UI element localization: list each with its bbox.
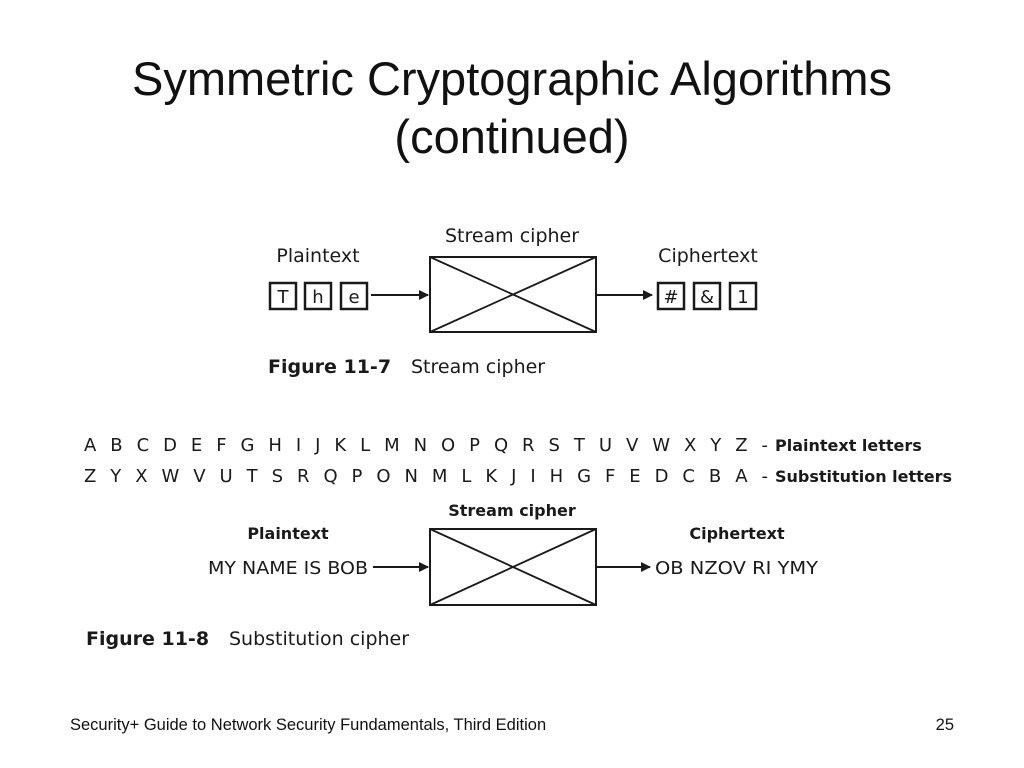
slide-title: Symmetric Cryptographic Algorithms (cont…: [0, 50, 1024, 166]
fig7-plaintext-char-box: e: [339, 281, 369, 311]
fig8-plaintext-alphabet-label: Plaintext letters: [775, 436, 922, 455]
slide-title-line-1: Symmetric Cryptographic Algorithms: [131, 52, 893, 105]
fig7-plaintext-char-box: T: [268, 281, 298, 311]
footer-page-number: 25: [935, 716, 954, 734]
fig8-caption-text: Substitution cipher: [229, 628, 409, 650]
fig8-plaintext-value: MY NAME IS BOB: [208, 558, 368, 579]
fig7-plaintext-char: h: [312, 287, 323, 308]
fig7-caption-number: Figure 11-7: [268, 356, 391, 378]
fig7-ciphertext-char-box: &: [692, 281, 722, 311]
fig7-ciphertext-char-box: 1: [728, 281, 758, 311]
fig7-ciphertext-char: 1: [737, 287, 748, 308]
figures-canvas: Plaintext Stream cipher Ciphertext T h e: [84, 225, 952, 650]
fig7-plaintext-label: Plaintext: [276, 245, 359, 267]
fig8-substitution-alphabet-label: Substitution letters: [775, 467, 952, 486]
fig7-ciphertext-char: #: [663, 287, 678, 308]
fig7-plaintext-char: T: [277, 287, 290, 308]
slide-title-line-2: (continued): [394, 110, 630, 163]
fig7-ciphertext-label: Ciphertext: [658, 245, 758, 267]
fig7-cipher-box: [429, 256, 597, 333]
fig8-ciphertext-value: OB NZOV RI YMY: [655, 558, 819, 579]
figure-11-8: A B C D E F G H I J K L M N O P Q R S T …: [84, 435, 952, 650]
fig8-cipher-label: Stream cipher: [448, 501, 576, 520]
fig8-caption-number: Figure 11-8: [86, 628, 209, 650]
fig8-plaintext-label: Plaintext: [247, 524, 329, 543]
fig7-ciphertext-char-box: #: [656, 281, 686, 311]
fig7-ciphertext-char: &: [700, 287, 714, 308]
fig7-cipher-label: Stream cipher: [445, 225, 579, 247]
fig8-ciphertext-label: Ciphertext: [689, 524, 785, 543]
figure-11-7: Plaintext Stream cipher Ciphertext T h e: [268, 225, 758, 378]
fig8-cipher-box: [429, 528, 597, 606]
fig7-caption-text: Stream cipher: [411, 356, 545, 378]
footer-book-title: Security+ Guide to Network Security Fund…: [70, 716, 547, 734]
fig8-plaintext-alphabet: A B C D E F G H I J K L M N O P Q R S T …: [84, 435, 768, 456]
fig8-substitution-alphabet: Z Y X W V U T S R Q P O N M L K J I H G …: [84, 466, 768, 487]
fig7-plaintext-char-box: h: [303, 281, 333, 311]
fig7-plaintext-char: e: [348, 287, 359, 308]
